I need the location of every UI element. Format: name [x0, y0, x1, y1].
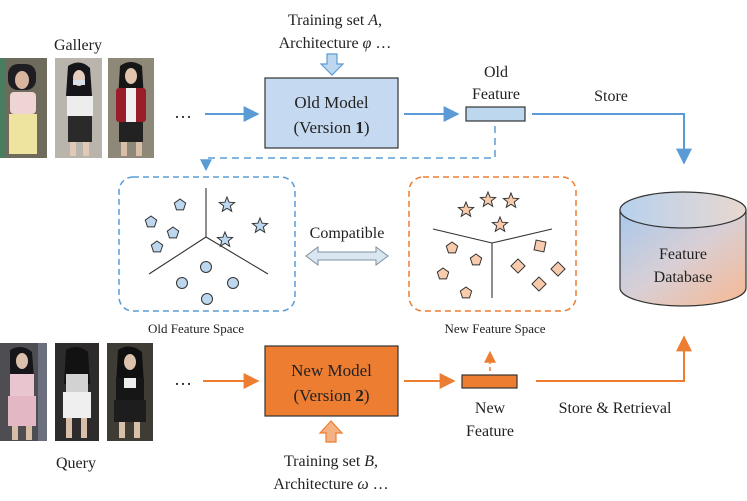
diamond-icon	[531, 276, 547, 292]
old-space-dividers	[148, 188, 269, 275]
star-icon	[502, 191, 520, 209]
pentagon-icon	[166, 226, 180, 239]
gallery-input-arrow	[319, 53, 345, 76]
gallery-photo-3	[108, 58, 154, 158]
old-space-circles	[176, 261, 239, 305]
pentagon-icon	[144, 215, 158, 228]
old-space-pentagons	[144, 198, 187, 253]
query-input-arrow	[318, 420, 344, 443]
new-model-version: (Version 2)	[293, 386, 369, 405]
store-label: Store	[594, 88, 628, 105]
store-arrow	[532, 113, 692, 165]
old-space-stars	[216, 195, 269, 248]
database-label-2: Database	[654, 269, 713, 286]
query-ellipsis: …	[174, 369, 192, 389]
old-feature-label-2: Feature	[472, 86, 520, 103]
new-feature-label-1: New	[475, 400, 506, 417]
gallery-photo-2	[55, 58, 102, 158]
new-space-diamonds	[510, 239, 566, 292]
circle-icon	[227, 277, 239, 289]
old-model-version: (Version 1)	[293, 118, 369, 137]
new-space-stars	[457, 190, 520, 233]
star-icon	[216, 230, 234, 248]
feature-database-cylinder	[619, 191, 747, 307]
pentagon-icon	[445, 241, 459, 254]
pentagon-icon	[150, 240, 164, 253]
old-feature-space-box	[118, 176, 296, 312]
pentagon-icon	[459, 286, 473, 299]
database-label-1: Feature	[659, 246, 707, 263]
square-icon	[533, 239, 547, 253]
compatible-label: Compatible	[310, 225, 385, 242]
diamond-icon	[510, 258, 526, 274]
star-icon	[251, 216, 269, 234]
pentagon-icon	[173, 198, 187, 211]
new-space-pentagons	[436, 241, 483, 299]
new-model-box	[264, 345, 399, 417]
old-feature-to-space-arrow	[200, 126, 496, 172]
query-photo-3	[107, 343, 153, 441]
old-model-title: Old Model	[294, 93, 368, 112]
query-training-line1: Training set B,	[284, 453, 378, 470]
query-photo-2	[55, 343, 99, 441]
star-icon	[479, 190, 497, 208]
gallery-training-line1: Training set A,	[288, 12, 382, 29]
new-feature-space-box	[408, 176, 577, 312]
old-feature-label-1: Old	[484, 64, 508, 81]
new-space-dividers	[432, 228, 553, 298]
new-feature-bar	[461, 374, 518, 389]
circle-icon	[176, 277, 188, 289]
pentagon-icon	[436, 267, 450, 280]
store-retrieval-arrow	[536, 335, 692, 382]
old-feature-bar	[465, 106, 526, 122]
diamond-icon	[550, 261, 566, 277]
old-model-box	[264, 77, 399, 149]
gallery-ellipsis: …	[174, 102, 192, 122]
query-training-line2: Architecture ω …	[273, 476, 388, 493]
new-feature-space-label: New Feature Space	[444, 321, 545, 336]
pentagon-icon	[469, 253, 483, 266]
gallery-photo-1	[0, 58, 47, 158]
new-model-title: New Model	[291, 361, 372, 380]
compatible-arrow	[305, 246, 389, 266]
star-icon	[457, 200, 475, 218]
store-retrieval-label: Store & Retrieval	[559, 400, 672, 417]
star-icon	[491, 215, 509, 233]
new-feature-label-2: Feature	[466, 423, 514, 440]
gallery-training-line2: Architecture φ …	[279, 35, 392, 52]
circle-icon	[200, 261, 212, 273]
circle-icon	[201, 293, 213, 305]
gallery-label: Gallery	[54, 37, 102, 54]
star-icon	[218, 195, 236, 213]
query-photo-1	[0, 343, 47, 441]
query-label: Query	[56, 455, 96, 472]
old-feature-space-label: Old Feature Space	[148, 321, 244, 336]
